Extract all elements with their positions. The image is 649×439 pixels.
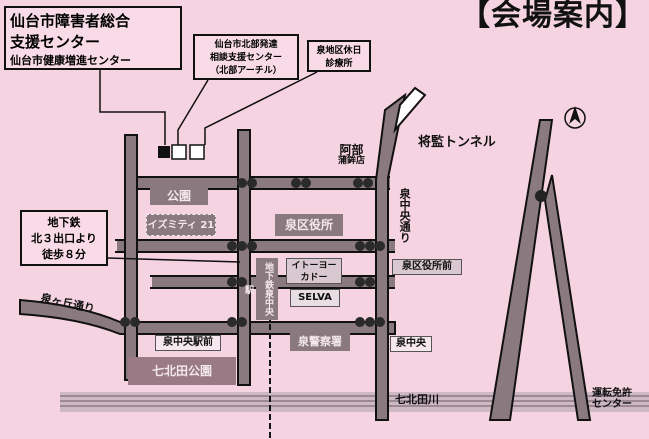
road-vertical-center bbox=[237, 129, 251, 386]
subway-note-line1: 地下鉄 bbox=[47, 216, 81, 229]
facility-box-north: 仙台市北部発達 相談支援センター （北部アーチル） bbox=[193, 34, 299, 80]
label-selva: SELVA bbox=[290, 289, 340, 307]
facility-north-line1: 仙台市北部発達 bbox=[214, 40, 278, 50]
label-station-front: 泉中央駅前 bbox=[155, 335, 221, 351]
label-nanakita-river: 七北田川 bbox=[395, 393, 439, 406]
subway-note-box: 地下鉄 北３出口より 徒歩８分 bbox=[20, 210, 108, 266]
label-license-center-line2: センター bbox=[592, 399, 632, 410]
label-station: 地下鉄泉中央駅 bbox=[243, 258, 278, 320]
label-license-center: 運転免許 センター bbox=[592, 388, 632, 410]
tunnel-entrance bbox=[393, 86, 427, 134]
page-title: 【会場案内】 bbox=[460, 0, 646, 33]
subway-note-line3: 徒歩８分 bbox=[42, 248, 86, 261]
facility-marker-clinic bbox=[189, 144, 205, 160]
label-tunnel: 将監トンネル bbox=[418, 135, 496, 150]
facility-main-line1: 仙台市障害者総合 bbox=[10, 12, 131, 30]
north-arrow-icon bbox=[564, 106, 586, 129]
label-park: 公園 bbox=[150, 187, 208, 205]
label-ward-office: 泉区役所 bbox=[275, 214, 343, 236]
label-aobe-line1: 阿部 bbox=[339, 143, 364, 157]
label-aobe: 阿部 蒲鉾店 bbox=[338, 143, 366, 167]
leader-lines bbox=[99, 70, 318, 263]
facility-north-line3: （北部アーチル） bbox=[210, 66, 282, 76]
signal-right bbox=[535, 190, 547, 202]
label-izumi-chuo-street: 泉中央通り bbox=[398, 188, 412, 243]
facility-marker-north bbox=[171, 144, 187, 160]
facility-marker-main bbox=[158, 146, 170, 158]
river-nanakita bbox=[60, 392, 649, 412]
label-store: イトーヨーカドー bbox=[286, 258, 342, 284]
label-izumity: イズミティ 21 bbox=[146, 214, 216, 236]
facility-clinic-line1: 泉地区休日 bbox=[316, 46, 362, 56]
facility-box-main: 仙台市障害者総合 支援センター 仙台市健康増進センター bbox=[4, 6, 182, 70]
label-nanakita-park: 七北田公園 bbox=[128, 357, 236, 385]
subway-note-line2: 北３出口より bbox=[31, 232, 97, 245]
facility-box-clinic: 泉地区休日 診療所 bbox=[307, 40, 371, 72]
label-license-center-line1: 運転免許 bbox=[592, 388, 632, 399]
road-right-branch bbox=[543, 174, 592, 421]
label-ward-office-front: 泉区役所前 bbox=[392, 259, 462, 275]
label-police: 泉警察署 bbox=[290, 333, 350, 351]
road-middle bbox=[115, 239, 395, 253]
facility-clinic-line2: 診療所 bbox=[325, 59, 353, 69]
label-izumi-chuo: 泉中央 bbox=[390, 336, 432, 352]
traffic-signals bbox=[120, 178, 385, 327]
road-izumigaoka bbox=[19, 298, 396, 335]
facility-main-line3: 仙台市健康増進センター bbox=[10, 54, 131, 67]
road-izumi-chuo bbox=[375, 92, 407, 421]
facility-main-line2: 支援センター bbox=[10, 33, 101, 51]
road-right bbox=[488, 119, 554, 421]
road-vertical-left bbox=[124, 134, 138, 381]
facility-north-line2: 相談支援センター bbox=[209, 53, 282, 63]
road-top-fill bbox=[132, 178, 390, 188]
label-aobe-line2: 蒲鉾店 bbox=[338, 156, 366, 167]
